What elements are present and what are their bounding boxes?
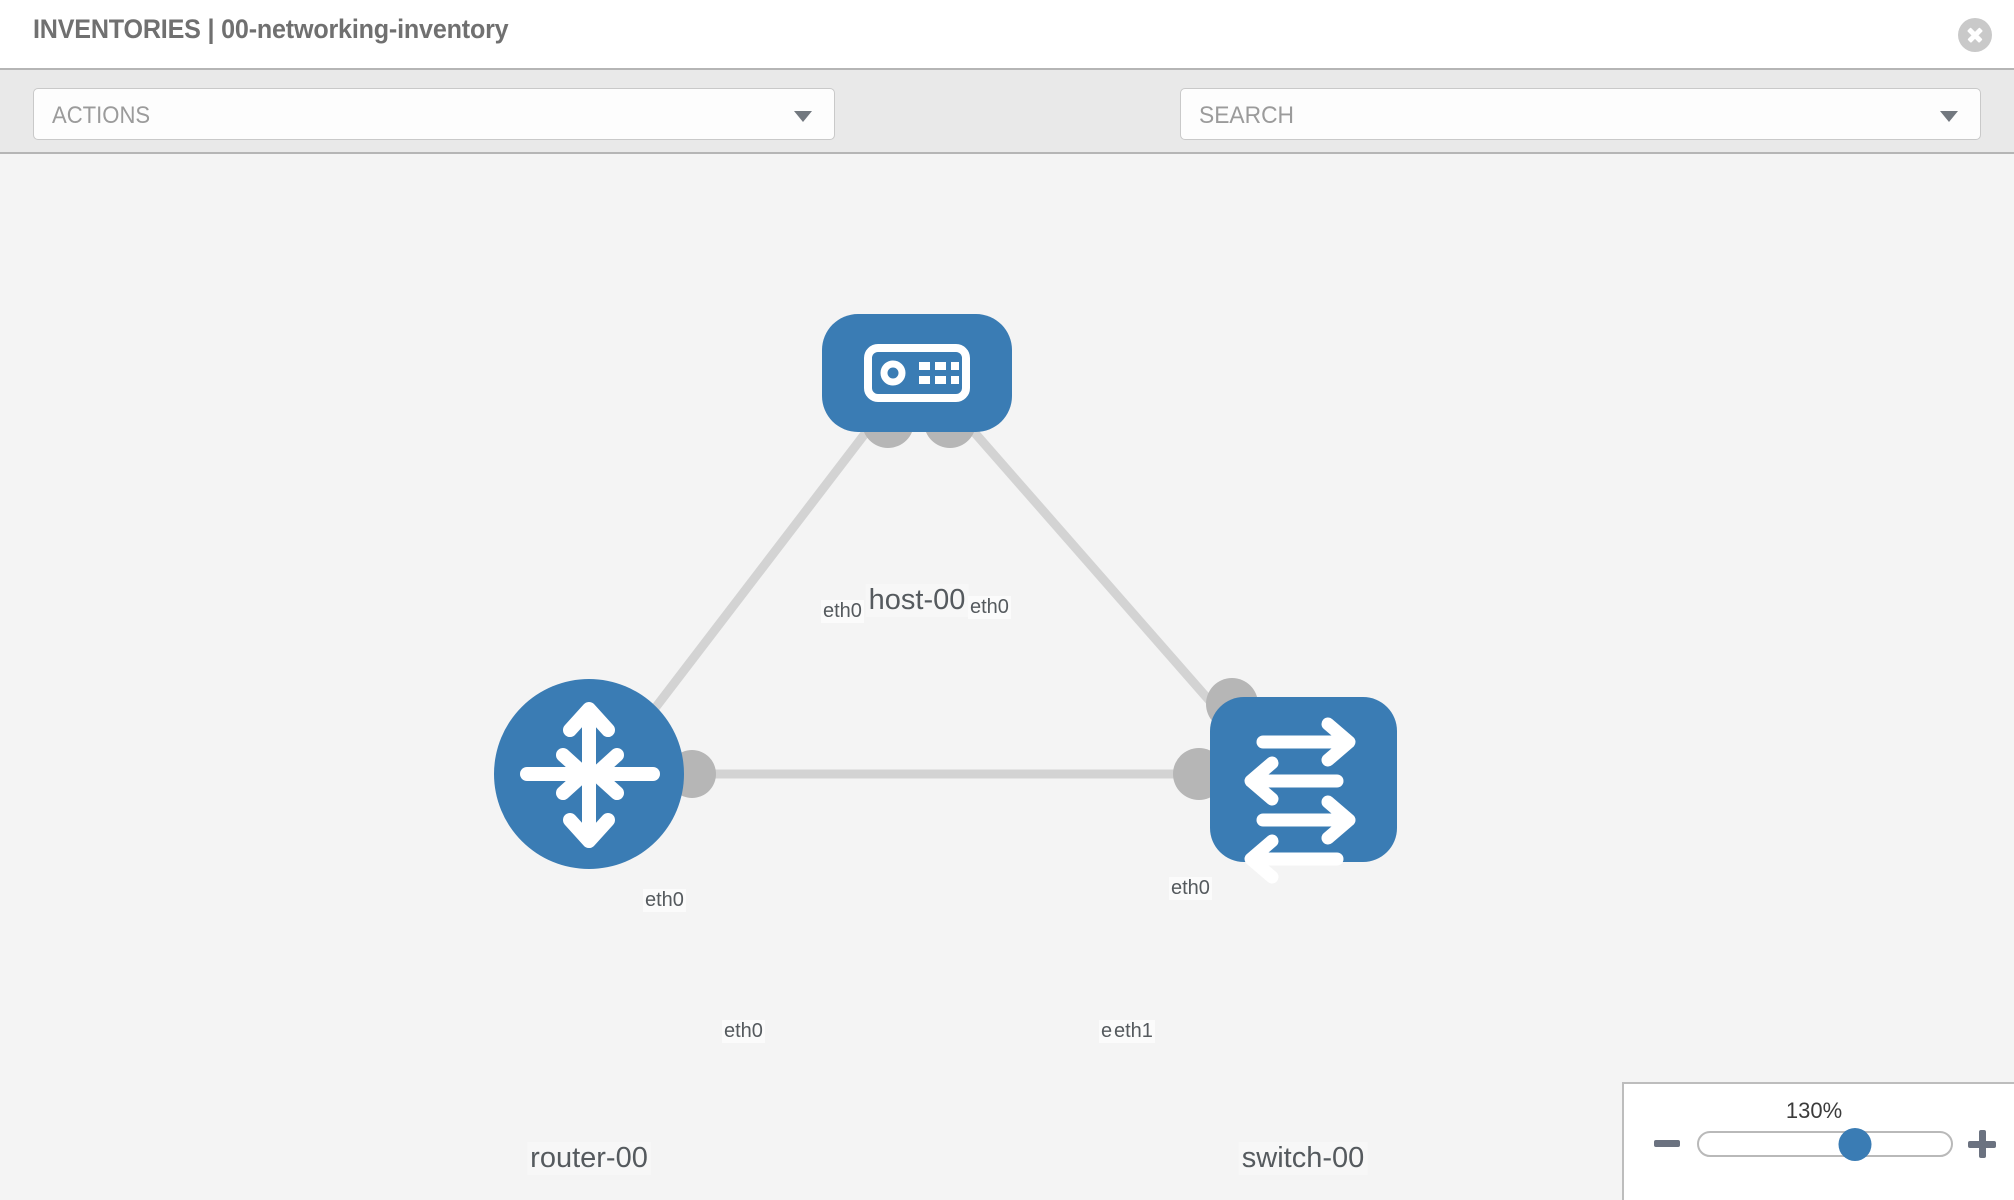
port-label-router-eth0: eth0 (722, 1020, 765, 1043)
node-label-switch-00: switch-00 (1238, 1142, 1368, 1175)
page-title: INVENTORIES | 00-networking-inventory (33, 14, 509, 44)
port-label-switch-uplink: eth0 (1169, 877, 1212, 900)
node-router-00[interactable] (494, 679, 684, 869)
router-arrows-icon (520, 702, 660, 848)
topology-canvas[interactable]: host-00 router-00 switch-00 eth0 eth0 et… (0, 154, 2014, 1200)
search-placeholder: SEARCH (1199, 102, 1295, 129)
search-input[interactable]: SEARCH (1180, 88, 1981, 140)
zoom-control-panel: 130% (1622, 1082, 2014, 1200)
close-icon[interactable] (1958, 18, 1992, 52)
node-label-router-00: router-00 (527, 1142, 651, 1175)
node-label-host-00: host-00 (865, 584, 969, 617)
switch-arrows-icon (1244, 717, 1356, 884)
page-header: INVENTORIES | 00-networking-inventory (0, 0, 2014, 68)
link-host-router[interactable] (616, 411, 884, 757)
node-host-00[interactable] (822, 314, 1012, 432)
chevron-down-icon (794, 111, 812, 122)
zoom-in-button[interactable] (1968, 1130, 1996, 1158)
actions-dropdown[interactable]: ACTIONS (33, 88, 835, 140)
node-switch-00[interactable] (1210, 697, 1397, 884)
chevron-down-icon (1940, 111, 1958, 122)
server-appliance-icon (864, 344, 970, 402)
port-label-switch-eth1: eth1 (1112, 1020, 1155, 1043)
port-label-router-uplink: eth0 (643, 889, 686, 912)
zoom-out-button[interactable] (1654, 1140, 1680, 1147)
port-label-host-right: eth0 (968, 596, 1011, 619)
zoom-level-value: 130% (1785, 1098, 1843, 1123)
port-label-host-left: eth0 (821, 600, 864, 623)
zoom-slider[interactable] (1697, 1128, 1953, 1161)
actions-dropdown-label: ACTIONS (52, 102, 151, 129)
topology-graph (494, 314, 1397, 884)
toolbar: ACTIONS SEARCH (0, 68, 2014, 198)
zoom-slider-thumb[interactable] (1838, 1128, 1872, 1161)
